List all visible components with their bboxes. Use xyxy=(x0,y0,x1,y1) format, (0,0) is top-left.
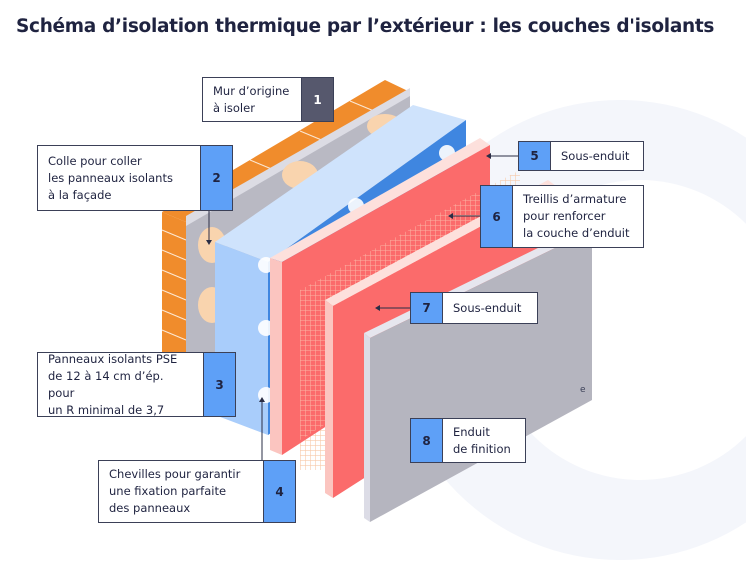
callout-3: Panneaux isolants PSE de 12 à 14 cm d’ép… xyxy=(37,352,236,417)
callout-5: 5 Sous-enduit xyxy=(518,141,644,171)
callout-number: 2 xyxy=(200,146,232,210)
callout-number: 7 xyxy=(411,293,443,323)
callout-text: Treillis d’armature pour renforcer la co… xyxy=(523,192,630,240)
callout-number: 3 xyxy=(203,353,235,416)
callout-number: 6 xyxy=(481,186,513,247)
watermark-logo: e xyxy=(580,385,586,395)
callout-number: 8 xyxy=(411,419,443,462)
callout-4: Chevilles pour garantir une fixation par… xyxy=(98,460,296,523)
callout-text: Sous-enduit xyxy=(453,300,522,315)
callout-text: Mur d’origine à isoler xyxy=(213,83,290,115)
callout-number: 5 xyxy=(519,142,551,170)
callout-text: Colle pour coller les panneaux isolants … xyxy=(48,153,173,202)
callout-text: Enduit de finition xyxy=(453,424,511,456)
callout-2: Colle pour coller les panneaux isolants … xyxy=(37,145,233,211)
callout-6: 6 Treillis d’armature pour renforcer la … xyxy=(480,185,644,248)
callout-7: 7 Sous-enduit xyxy=(410,292,538,324)
callout-number: 4 xyxy=(263,461,295,522)
callout-8: 8 Enduit de finition xyxy=(410,418,526,463)
callout-text: Panneaux isolants PSE de 12 à 14 cm d’ép… xyxy=(48,351,178,417)
callout-text: Chevilles pour garantir une fixation par… xyxy=(109,467,241,515)
page-title: Schéma d’isolation thermique par l’extér… xyxy=(16,16,715,37)
callout-text: Sous-enduit xyxy=(561,148,630,163)
callout-1: Mur d’origine à isoler 1 xyxy=(202,77,334,122)
callout-number: 1 xyxy=(301,78,333,121)
leader-lines xyxy=(206,153,518,460)
